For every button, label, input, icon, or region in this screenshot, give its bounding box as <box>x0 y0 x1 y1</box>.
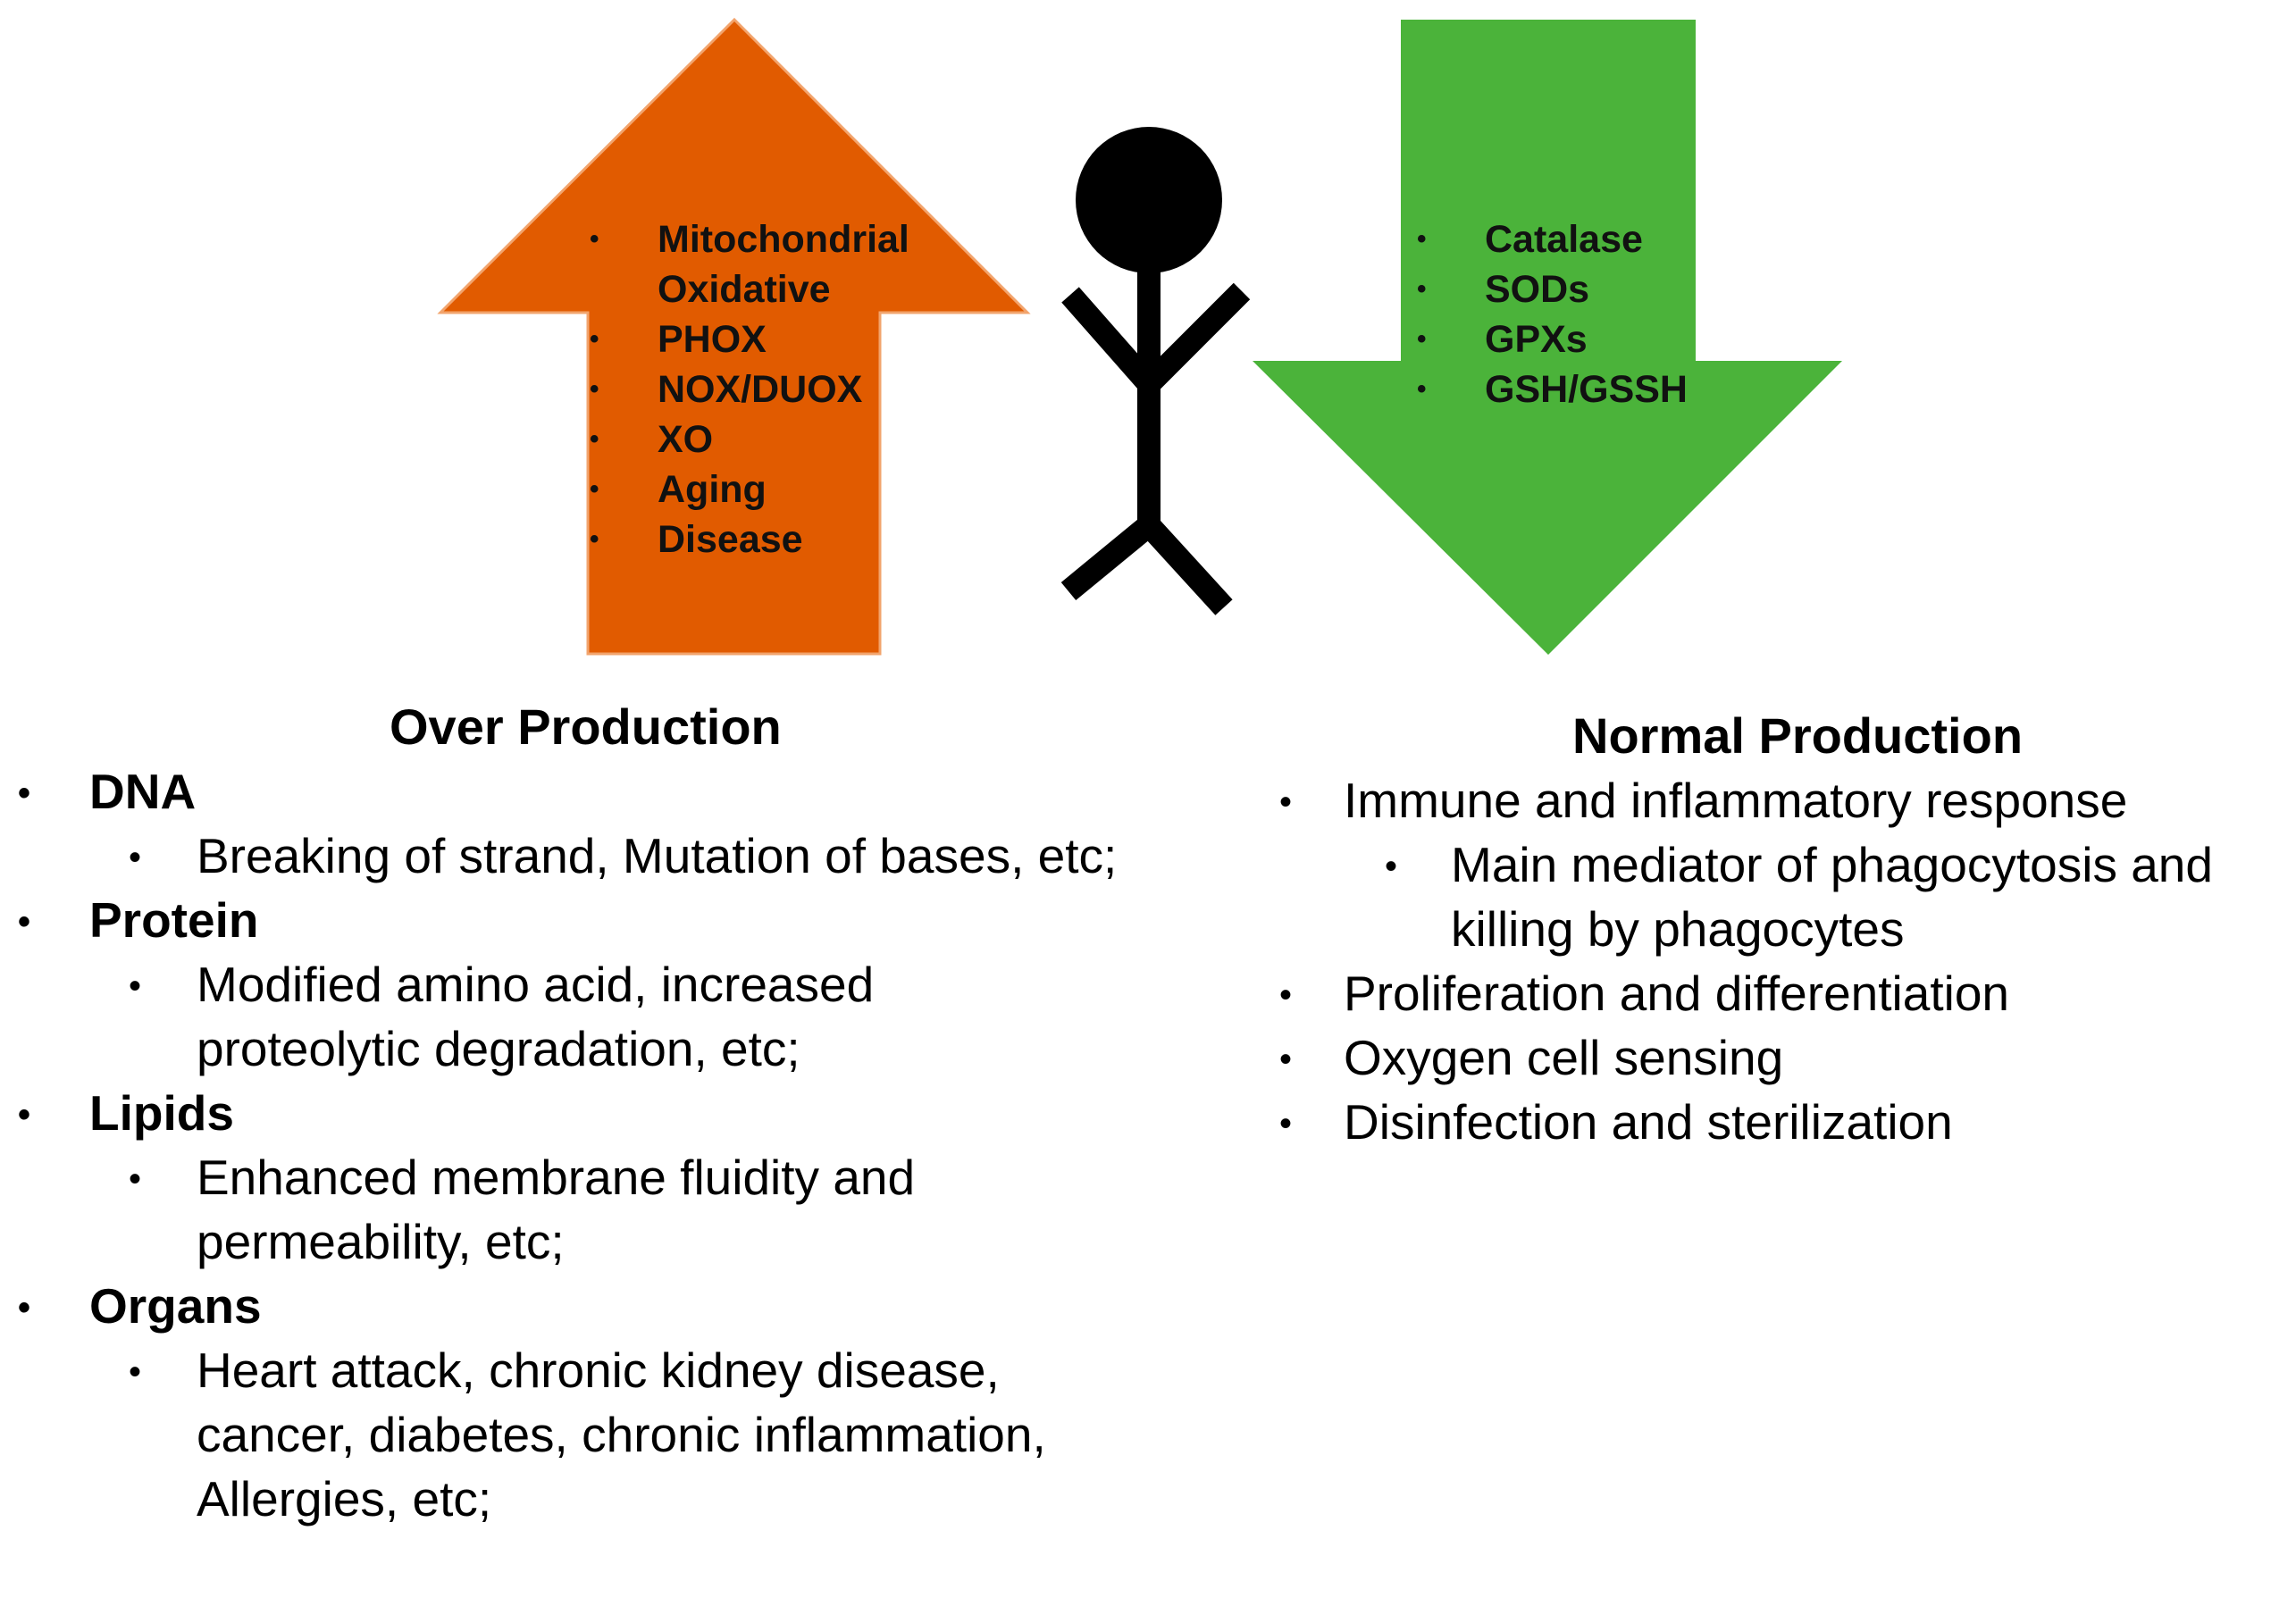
over-production-title: Over Production <box>390 698 782 755</box>
bullet-icon: • <box>1385 847 1398 886</box>
up-arrow-item-text: PHOX <box>658 318 767 361</box>
normal-production-title: Normal Production <box>1572 707 2024 764</box>
bullet-icon: • <box>129 966 142 1006</box>
bullet-icon: • <box>129 1352 142 1392</box>
down-arrow-item-sods: SODs <box>1417 264 1688 314</box>
bullet-icon: • <box>1279 782 1293 822</box>
bullet-icon: • <box>1279 1104 1293 1143</box>
stick-figure <box>1060 127 1251 615</box>
category-detail: Breaking of strand, Mutation of bases, e… <box>197 828 1118 883</box>
normal-item-immune-and-inflammatory-response: • Immune and inflammatory response • Main m… <box>1272 768 2291 961</box>
up-arrow-item-xo: XO <box>590 414 909 464</box>
up-arrow-item-text: Oxidative <box>658 268 831 311</box>
up-arrow-list: MitochondrialOxidativePHOX NOX/DUOX XO Agin… <box>590 214 909 565</box>
down-arrow-item-catalase: Catalase <box>1417 214 1688 264</box>
bullet-icon: • <box>129 1159 142 1199</box>
over-production-list: • DNA • Breaking of strand, Mutation of bas… <box>18 759 1161 1531</box>
bullet-icon: • <box>18 1288 31 1327</box>
bullet-icon: • <box>18 774 31 813</box>
figure-right-arm <box>1140 282 1251 393</box>
over-category-protein: • Protein • Modified amino acid, increased … <box>18 888 1161 1081</box>
category-label: Organs <box>89 1278 262 1334</box>
up-arrow-item-text: XO <box>658 418 714 461</box>
figure-left-leg <box>1060 515 1157 601</box>
category-detail: Heart attack, chronic kidney disease, ca… <box>197 1343 1046 1527</box>
category-label: DNA <box>89 764 197 819</box>
normal-item-sub: Main mediator of phagocytosis and killin… <box>1451 837 2213 957</box>
figure-right-leg <box>1140 517 1233 615</box>
bullet-icon: • <box>129 838 142 877</box>
bullet-icon: • <box>18 902 31 941</box>
down-arrow-item-gsh-gssh: GSH/GSSH <box>1417 364 1688 414</box>
up-arrow-item-text: Aging <box>658 468 767 511</box>
up-arrow-item-nox-duox: NOX/DUOX <box>590 364 909 414</box>
category-detail: Modified amino acid, increased proteolyt… <box>197 957 875 1076</box>
normal-item-label: Disinfection and sterilization <box>1344 1094 1953 1150</box>
over-category-dna: • DNA • Breaking of strand, Mutation of bas… <box>18 759 1161 888</box>
down-arrow-list: CatalaseSODsGPXsGSH/GSSH <box>1417 214 1688 414</box>
normal-item-oxygen-cell-sensing: • Oxygen cell sensing <box>1272 1025 2291 1090</box>
up-arrow-item-aging: Aging <box>590 464 909 514</box>
figure-left-arm <box>1061 287 1158 392</box>
over-category-lipids: • Lipids • Enhanced membrane fluidity and p… <box>18 1081 1161 1274</box>
bullet-icon: • <box>1279 1040 1293 1079</box>
over-category-organs: • Organs • Heart attack, chronic kidney dis… <box>18 1274 1161 1531</box>
up-arrow-item-phox: PHOX <box>590 314 909 364</box>
category-label: Lipids <box>89 1085 234 1141</box>
down-arrow-item-gpxs: GPXs <box>1417 314 1688 364</box>
up-arrow-item-text: NOX/DUOX <box>658 368 863 411</box>
normal-item-proliferation-and-differentiation: • Proliferation and differentiation <box>1272 961 2291 1025</box>
normal-item-label: Oxygen cell sensing <box>1344 1030 1784 1085</box>
up-arrow-item-disease: Disease <box>590 514 909 565</box>
normal-item-disinfection-and-sterilization: • Disinfection and sterilization <box>1272 1090 2291 1154</box>
up-arrow-item-text: Mitochondrial <box>658 218 909 261</box>
category-label: Protein <box>89 892 259 948</box>
normal-item-label: Immune and inflammatory response <box>1344 773 2128 828</box>
category-detail: Enhanced membrane fluidity and permeabil… <box>197 1150 916 1269</box>
bullet-icon: • <box>18 1095 31 1134</box>
normal-production-list: • Immune and inflammatory response • Main m… <box>1272 768 2291 1154</box>
normal-item-label: Proliferation and differentiation <box>1344 966 2010 1021</box>
bullet-icon: • <box>1279 975 1293 1015</box>
up-arrow-item-text: Disease <box>658 518 803 561</box>
figure-head <box>1076 127 1222 273</box>
